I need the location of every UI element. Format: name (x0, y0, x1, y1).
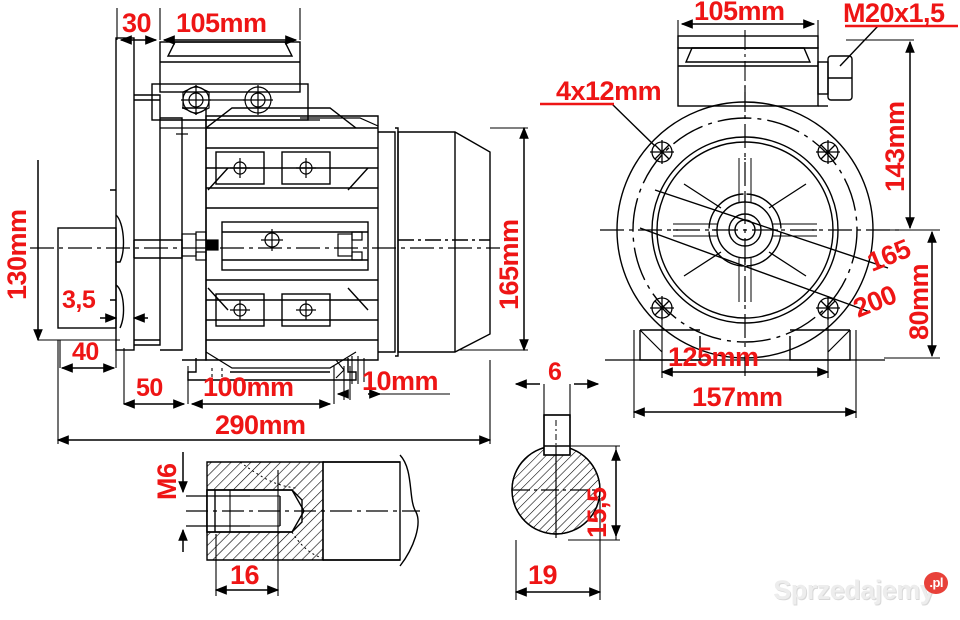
watermark-text: Sprzedajemy (773, 575, 935, 605)
dim-fan-cover-gap: 10mm (362, 366, 438, 396)
dim-shaft-height: 130mm (2, 209, 32, 300)
view-front-elevation (600, 30, 900, 376)
dim-foot-front: 50 (136, 374, 163, 402)
side-terminal-box (151, 41, 379, 135)
dimension-labels: 30 105mm 130mm 3,5 40 50 100mm 10mm 290m… (2, 0, 946, 590)
view-shaft-end-detail (186, 454, 420, 567)
side-bearing-detail (181, 231, 363, 261)
dim-shaft-center-height: 80mm (904, 264, 934, 340)
dim-terminal-box-width-front: 105mm (694, 0, 785, 26)
front-diagonal-leaders (639, 189, 889, 313)
front-mounting-holes (650, 140, 840, 320)
dim-key-width: 6 (548, 358, 561, 386)
dim-thread: M6 (152, 463, 182, 500)
watermark: Sprzedajemy .pl (773, 571, 948, 606)
front-cable-gland-neck (817, 61, 829, 95)
dim-flange-outer: 200 (849, 279, 901, 323)
view-shaft-cross-section (511, 414, 601, 538)
dim-overall-length: 290mm (215, 410, 306, 440)
dim-foot-hole-spacing: 125mm (668, 342, 759, 372)
dim-shaft-diameter: 19 (528, 560, 558, 590)
dim-flange-thickness: 3,5 (62, 286, 96, 314)
dim-box-top-height: 143mm (880, 101, 910, 192)
dim-terminal-box-width-side: 105mm (176, 8, 267, 38)
dim-cable-gland: M20x1,5 (843, 0, 945, 28)
dim-key-height: 15,5 (582, 487, 612, 538)
dimension-lines (33, 8, 958, 600)
dim-foot-spacing: 100mm (203, 372, 294, 402)
side-stator-body (160, 107, 379, 369)
side-feet (187, 356, 365, 384)
side-fan-cover (378, 127, 491, 357)
dim-shaft-length: 40 (72, 338, 99, 366)
front-terminal-box (677, 30, 853, 120)
dim-terminal-box-offset: 30 (122, 8, 151, 38)
dim-mounting-holes: 4x12mm (556, 76, 661, 106)
dim-foot-outer-width: 157mm (692, 382, 783, 412)
watermark-suffix: .pl (924, 571, 948, 594)
dim-thread-depth: 16 (230, 560, 260, 590)
dim-overall-height: 165mm (494, 219, 524, 310)
view-side-elevation (30, 37, 500, 384)
